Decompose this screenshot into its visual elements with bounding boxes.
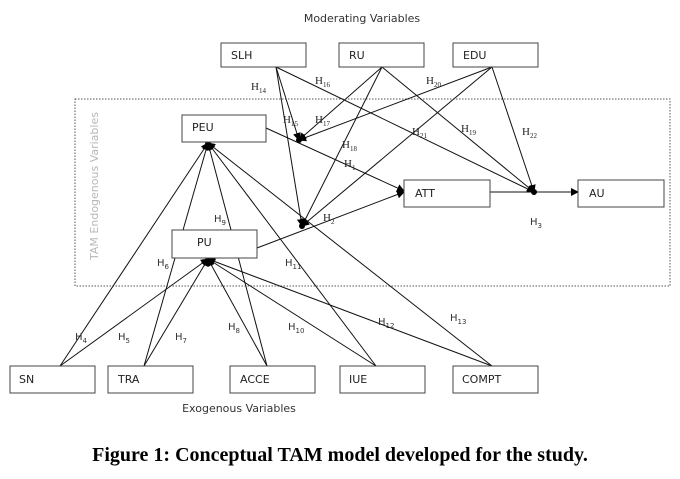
node-att[interactable]: ATT [403,179,491,208]
hypothesis-label-h10: H10 [288,322,304,335]
hypothesis-label-h16: H16 [315,75,330,89]
edge-h17 [298,66,383,141]
hypothesis-label-h2: H2 [323,212,335,226]
hypothesis-label-h9: H9 [214,214,226,227]
hypothesis-label-h20: H20 [426,75,441,89]
node-tra-label: TRA [117,373,140,386]
node-sn-label: SN [19,373,34,386]
edge-h2 [256,190,405,249]
junction-att-au [531,189,537,195]
node-acce[interactable]: ACCE [229,365,316,394]
node-iue-label: IUE [349,373,367,386]
edge-h20 [298,66,493,142]
node-edu[interactable]: EDU [452,42,539,68]
hypothesis-label-h8: H8 [228,322,240,335]
junction-pu-att [299,223,305,229]
node-compt[interactable]: COMPT [452,365,539,394]
hypothesis-label-h3: H3 [530,217,542,230]
junction-peu-att [296,137,302,143]
hypothesis-label-h11: H11 [285,258,301,271]
edge-h22 [491,66,536,193]
node-iue[interactable]: IUE [339,365,426,394]
hypothesis-label-h22: H22 [522,126,537,140]
hypothesis-label-h6: H6 [157,258,170,271]
edge-h18 [301,66,383,227]
node-pu-label: PU [197,236,212,249]
moderating-variables-label: Moderating Variables [304,12,421,25]
hypothesis-label-h13: H13 [450,313,466,326]
endogenous-variables-label: TAM Endogenous Variables [88,112,101,261]
node-compt-label: COMPT [462,373,501,386]
hypothesis-label-h12: H12 [378,317,394,330]
edge-h14 [275,66,305,227]
node-slh-label: SLH [231,49,252,62]
edge-h19 [381,66,535,193]
edge-h10 [207,258,377,367]
node-acce-label: ACCE [240,373,270,386]
edge-h8 [207,258,268,367]
node-peu[interactable]: PEU [181,114,267,143]
endogenous-region [74,98,671,287]
edge-h12 [207,257,493,367]
node-au[interactable]: AU [577,179,665,208]
hypothesis-label-h1: H1 [344,158,356,172]
edge-h15 [275,66,301,141]
node-slh[interactable]: SLH [220,42,307,68]
edge-h5 [59,258,209,367]
hypothesis-label-h4: H4 [75,332,88,345]
edge-h7 [143,258,209,367]
hypothesis-label-h19: H19 [461,123,476,137]
edge-h16 [275,66,535,193]
exogenous-variables-label: Exogenous Variables [182,402,296,415]
node-tra[interactable]: TRA [107,365,194,394]
node-att-label: ATT [415,187,435,200]
node-au-label: AU [589,187,605,200]
hypothesis-label-h18: H18 [342,139,357,153]
hypothesis-label-h17: H17 [315,114,330,128]
hypothesis-label-h21: H21 [412,126,427,140]
edge-h11 [207,142,377,367]
edge-h4 [59,142,209,367]
hypothesis-label-h5: H5 [118,332,130,345]
figure-caption: Figure 1: Conceptual TAM model developed… [92,444,588,466]
hypothesis-label-h15: H15 [283,114,298,128]
edge-h13 [207,142,493,367]
edge-h21 [301,66,493,227]
node-ru-label: RU [349,49,365,62]
hypothesis-label-h7: H7 [175,332,187,345]
node-ru[interactable]: RU [338,42,425,68]
node-pu[interactable]: PU [171,229,258,259]
hypothesis-label-h14: H14 [251,81,266,95]
node-edu-label: EDU [463,49,486,62]
node-peu-label: PEU [192,121,214,134]
node-sn[interactable]: SN [9,365,96,394]
edges [59,66,579,367]
